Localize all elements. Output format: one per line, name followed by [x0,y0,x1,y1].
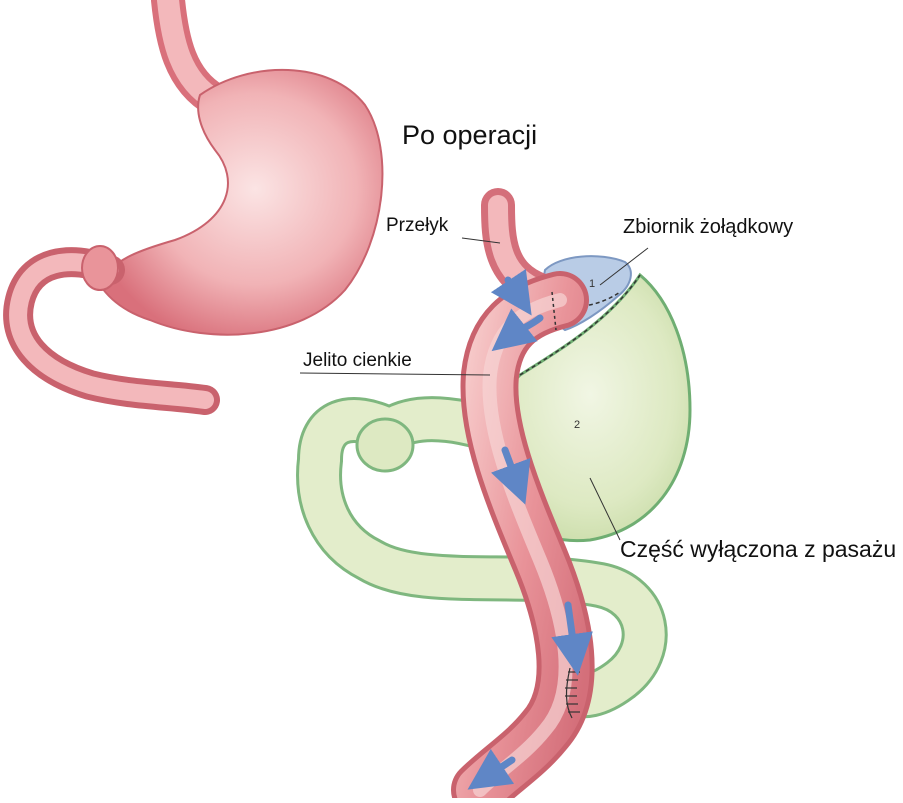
label-bypassed-part: Część wyłączona z pasażu [620,536,896,563]
label-gastric-pouch: Zbiornik żołądkowy [623,216,793,239]
normal-stomach [18,0,382,400]
stomach-number: 2 [574,419,580,431]
label-esophagus: Przełyk [386,215,448,237]
diagram-title: Po operacji [402,120,537,151]
label-small-intestine: Jelito cienkie [303,350,412,372]
esophagus-right [498,205,540,290]
pouch-number: 1 [589,278,595,290]
